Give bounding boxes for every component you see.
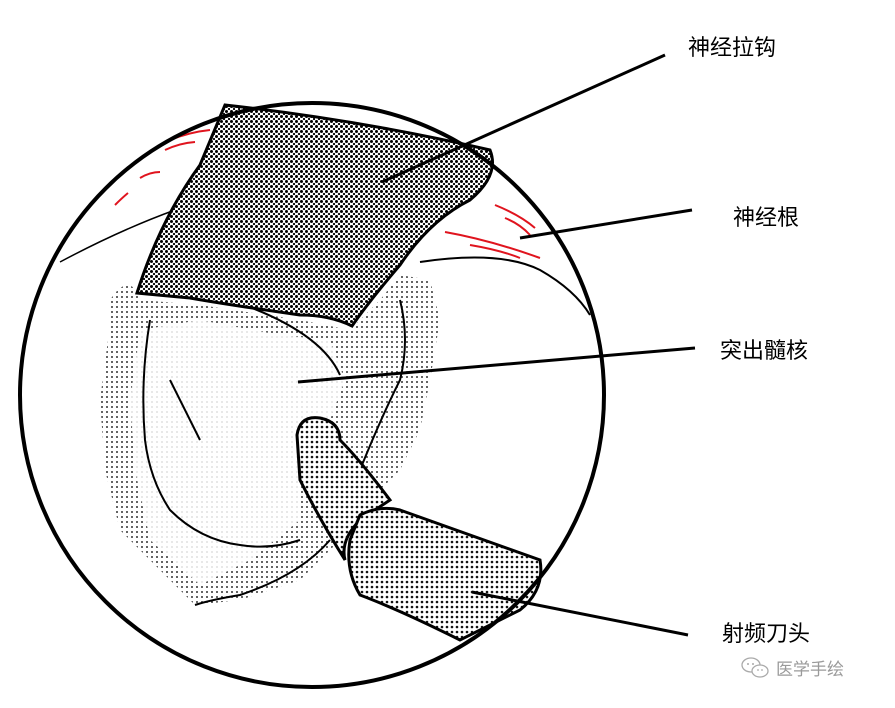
wechat-icon: [741, 656, 769, 678]
watermark-text: 医学手绘: [776, 660, 844, 680]
label-herniated-nucleus: 突出髓核: [720, 339, 809, 364]
tissue-line-right: [419, 256, 591, 316]
nucleus-inner-white: [130, 320, 345, 585]
nerve-retractor-shape: [135, 103, 494, 328]
label-nerve-retractor: 神经拉钩: [688, 36, 777, 61]
leader-lines: [297, 53, 696, 637]
endoscope-field-circle: [18, 101, 606, 689]
probe-shaft: [295, 416, 393, 561]
tissue-line-left: [59, 209, 176, 263]
label-rf-probe-tip: 射频刀头: [722, 622, 811, 647]
watermark: 医学手绘: [740, 655, 844, 680]
probe-tip-body: [347, 506, 543, 642]
label-nerve-root: 神经根: [733, 206, 800, 231]
nucleus-outlines: [142, 299, 406, 606]
